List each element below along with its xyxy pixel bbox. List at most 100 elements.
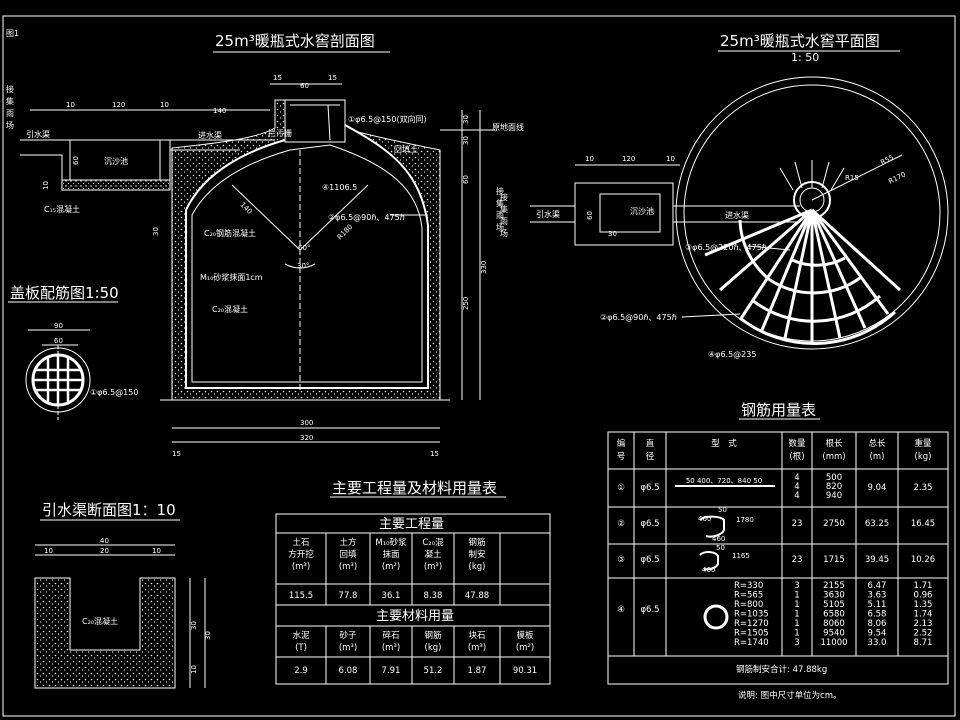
works-header-cell: 钢筋 bbox=[468, 537, 485, 548]
svg-text:R55: R55 bbox=[879, 153, 895, 166]
rebar-len-cell: 940 bbox=[826, 491, 842, 501]
svg-text:60: 60 bbox=[300, 82, 309, 90]
works-header-cell: 钢筋 bbox=[424, 630, 441, 641]
section-vertical-label: 接 集 雨 场 bbox=[6, 84, 14, 130]
rebar-header-cell: 编 bbox=[617, 438, 626, 449]
svg-text:60°: 60° bbox=[298, 244, 310, 252]
section-c15-label: C₁₅混凝土 bbox=[44, 204, 80, 214]
works-headers1: 土石方开挖(m³)土方回填(m³)M₁₀砂浆抹面(m²)C₂₀混凝土(m³)钢筋… bbox=[288, 537, 485, 572]
rebar-header-cell: (m) bbox=[870, 452, 885, 462]
section-backfill: 回填土 bbox=[394, 144, 418, 154]
svg-text:60: 60 bbox=[586, 211, 594, 220]
rebar-radius-cell: R=330 bbox=[734, 581, 763, 591]
section-channel-in2: 进水渠 bbox=[198, 130, 222, 140]
svg-text:30: 30 bbox=[152, 227, 160, 236]
rebar-len-cell: 2155 bbox=[823, 581, 845, 591]
rebar-total: 钢筋制安合计: 47.88kg bbox=[736, 664, 827, 675]
works-header-cell: (m³) bbox=[382, 643, 400, 653]
works-header-cell: (m²) bbox=[516, 643, 534, 653]
svg-text:10: 10 bbox=[44, 547, 53, 555]
svg-text:雨: 雨 bbox=[6, 109, 14, 118]
rebar-count-cell: 1 bbox=[794, 591, 799, 601]
rebar-weight-cell: 1.71 bbox=[914, 581, 933, 591]
svg-text:集: 集 bbox=[6, 96, 14, 106]
rebar-weight-cell: 2.35 bbox=[914, 483, 933, 493]
svg-text:330: 330 bbox=[480, 261, 488, 274]
channel-section-concrete: C₂₀混凝土 bbox=[82, 616, 118, 626]
works-header-cell: (m³) bbox=[468, 643, 486, 653]
rebar-total-cell: 6.47 bbox=[868, 581, 887, 591]
svg-text:30: 30 bbox=[204, 631, 212, 640]
works-header-cell: (m²) bbox=[382, 562, 400, 572]
works-value-cell: 51.2 bbox=[424, 666, 443, 676]
works-header-cell: (m³) bbox=[339, 562, 357, 572]
plan-rebar4: ④φ6.5@235 bbox=[708, 350, 756, 359]
rebar-radius-cell: R=565 bbox=[734, 591, 763, 601]
svg-text:接: 接 bbox=[496, 186, 504, 196]
works-table: 主要工程量及材料用量表 主要工程量 主要材料用量 土石方开挖(m³)土方回填(m… bbox=[275, 479, 551, 685]
works-header-cell: (m³) bbox=[292, 562, 310, 572]
works-header-cell: C₂₀混 bbox=[422, 537, 444, 548]
rebar-count-cell: 1 bbox=[794, 629, 799, 639]
rebar-header-cell: (mm) bbox=[822, 452, 845, 462]
works-header-cell: 凝土 bbox=[424, 549, 442, 560]
svg-text:60: 60 bbox=[462, 175, 470, 184]
svg-text:雨: 雨 bbox=[496, 211, 504, 220]
svg-text:40: 40 bbox=[100, 537, 109, 545]
rebar-len-cell: 2750 bbox=[823, 519, 845, 529]
works-value-cell: 77.8 bbox=[339, 591, 358, 601]
works-header-cell: 方开挖 bbox=[288, 549, 314, 560]
rebar-total-cell: 9.04 bbox=[868, 483, 887, 493]
rebar-count-cell: 4 bbox=[794, 482, 799, 492]
section-title: 25m³暖瓶式水窖剖面图 bbox=[215, 32, 375, 50]
works-header-cell: (kg) bbox=[469, 562, 486, 572]
svg-text:场: 场 bbox=[6, 121, 14, 130]
works-headers2: 水泥(T)砂子(m³)碎石(m³)钢筋(kg)块石(m³)模板(m²) bbox=[292, 630, 534, 653]
svg-text:10: 10 bbox=[66, 101, 75, 109]
svg-text:30°: 30° bbox=[297, 262, 309, 270]
svg-text:320: 320 bbox=[300, 434, 313, 442]
rebar-weight-cell: 0.96 bbox=[914, 591, 933, 601]
section-view: 25m³暖瓶式水窖剖面图 接 集 雨 场 10 120 10 140 15 60… bbox=[6, 32, 524, 458]
svg-text:140: 140 bbox=[213, 107, 226, 115]
works-header-cell: (m³) bbox=[339, 643, 357, 653]
rebar-total-cell: 6.58 bbox=[868, 610, 887, 620]
works-sub2: 主要材料用量 bbox=[376, 609, 454, 624]
works-value-cell: 36.1 bbox=[382, 591, 401, 601]
rebar-len-cell: 11000 bbox=[820, 638, 847, 648]
rebar-weight-cell: 8.71 bbox=[914, 638, 933, 648]
rebar-len-cell: 1715 bbox=[823, 555, 845, 565]
sheet-border bbox=[2, 15, 956, 717]
rebar-len-cell: 8060 bbox=[823, 619, 845, 629]
rebar-shape-label: 460 bbox=[698, 515, 711, 523]
works-header-cell: 碎石 bbox=[382, 630, 399, 641]
svg-text:场: 场 bbox=[500, 229, 508, 238]
rebar-count-cell: 3 bbox=[794, 638, 799, 648]
plan-rays bbox=[779, 160, 845, 191]
svg-text:60: 60 bbox=[54, 337, 63, 345]
rebar-radius-cell: R=1505 bbox=[734, 629, 769, 639]
rebar-table-heading: 钢筋用量表 bbox=[741, 401, 816, 419]
rebar-count-cell: 4 bbox=[794, 491, 799, 501]
section-rebar1: ①φ6.5@150(双向同) bbox=[348, 114, 427, 124]
rebar-radius-cell: R=1270 bbox=[734, 619, 769, 629]
cover-plate: 盖板配筋图1:50 90 60 ①φ6.5@150 bbox=[8, 284, 138, 420]
rebar-header-cell: (根) bbox=[789, 451, 804, 462]
rebar-header-cell: 数量 bbox=[788, 438, 806, 449]
svg-text:10: 10 bbox=[42, 181, 50, 190]
rebar-total-cell: 3.63 bbox=[868, 591, 887, 601]
section-channel-in: 引水渠 bbox=[26, 129, 50, 139]
plan-sand-pool: 沉沙池 bbox=[630, 206, 654, 216]
rebar-header-cell: 根长 bbox=[825, 438, 843, 449]
svg-text:30: 30 bbox=[608, 230, 617, 238]
works-header-cell: (kg) bbox=[425, 643, 442, 653]
cover-rebar: ①φ6.5@150 bbox=[90, 388, 138, 397]
rebar-header-cell: 径 bbox=[646, 451, 655, 462]
rebar-no-cell: ④ bbox=[617, 605, 625, 615]
svg-text:10: 10 bbox=[190, 665, 198, 674]
rebar-dia-cell: φ6.5 bbox=[640, 555, 659, 565]
